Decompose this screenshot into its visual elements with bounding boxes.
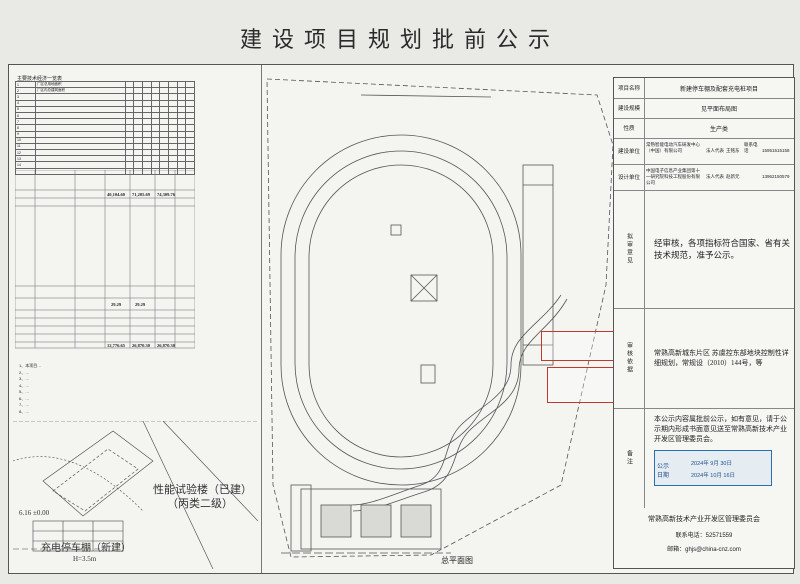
table-row: 14: [15, 161, 195, 169]
notes-list: 1、本项目…2、…3、…4、…5、…6、…7、…8、…: [19, 363, 219, 415]
inset-label-class: （丙类二级）: [167, 498, 233, 510]
total-b3: 26,870.30: [132, 343, 150, 348]
footer-email: 邮箱：ghjs@china-cnz.com: [667, 547, 741, 553]
note-item: 7、…: [19, 402, 30, 407]
inset-detail-plan: 性能试验楼（已建） （丙类二级） 充电停车棚（新建） H=3.5m 6.16 ±…: [12, 420, 259, 570]
note-item: 4、…: [19, 382, 30, 388]
note-item: 2、…: [19, 369, 30, 375]
label-project-name: 项目名称: [614, 78, 645, 98]
table-row: 8: [15, 124, 195, 132]
value-unit1: 常熟智能电动汽车研发中心（中国）有限公司: [646, 142, 700, 153]
value-remark: 本公示内容属批前公示，如有意见，请于公示期内形成书面意见送至常熟高新技术产业开发…: [654, 415, 787, 443]
total-a2: 29.29: [111, 302, 122, 307]
value-unit1-rep: 王铭东: [726, 148, 740, 153]
table-grid: [15, 170, 195, 349]
publish-stamp: 公示日期 2024年 9月 30日 2024年 10月 16日: [654, 450, 772, 486]
label-unit2-rep: 法人代表: [706, 174, 724, 179]
note-item: 3、…: [19, 376, 30, 381]
total-b1: 71,205.69: [132, 192, 150, 197]
label-build-scale: 建设规模: [614, 98, 645, 118]
value-unit2: 中国电子信息产业集团第十一研究院科技工程股份有限公司: [646, 168, 700, 185]
row-unit2: 设计单位 中国电子信息产业集团第十一研究院科技工程股份有限公司 法人代表 赵新元…: [614, 164, 794, 191]
total-c1: 74,309.76: [157, 192, 175, 197]
row-nature: 性质 生产类: [614, 118, 794, 139]
value-unit1-phone: 15951515158: [762, 148, 790, 153]
note-item: 1、本项目…: [19, 363, 42, 368]
page-title: 建设项目规划批前公示: [239, 27, 560, 52]
total-b2: 29.29: [135, 302, 146, 307]
footer-phone: 联系电话：52571559: [675, 533, 733, 539]
label-unit1-phone: 联系电话: [744, 142, 758, 153]
value-project-name: 新建停车棚及配套充电桩项目: [679, 86, 758, 93]
total-a1: 40,104.60: [107, 192, 125, 197]
label-unit1: 建设单位: [614, 138, 645, 164]
note-item: 8、…: [19, 408, 30, 414]
table-cell: [34, 167, 126, 175]
total-c3: 26,870.30: [157, 343, 175, 348]
row-build-scale: 建设规模 见平面布局图: [614, 98, 794, 119]
note-item: 6、…: [19, 395, 30, 401]
label-unit2: 设计单位: [614, 164, 645, 190]
table-row: 10: [15, 136, 195, 144]
label-opinion: 拟审意见: [614, 190, 645, 308]
footer-org: 常熟高新技术产业开发区管理委员会: [648, 516, 760, 523]
label-unit1-rep: 法人代表: [706, 148, 724, 153]
publish-date: 2024年 9月 30日: [691, 461, 732, 467]
site-plan-drawing: [266, 78, 614, 558]
value-nature: 生产类: [709, 126, 728, 133]
table-title: 主要技术经济一览表: [17, 76, 63, 82]
site-plan-caption: 总平面图: [441, 556, 473, 565]
label-basis: 审核依据: [614, 308, 645, 408]
inset-label-charging-shed: 充电停车棚（新建）: [41, 543, 131, 554]
publish-label: 公示日期: [657, 464, 670, 479]
info-panel: 项目名称 新建停车棚及配套充电桩项目 建设规模 见平面布局图 性质 生产类 建设…: [613, 77, 795, 569]
row-project-name: 项目名称 新建停车棚及配套充电桩项目: [614, 78, 794, 99]
table-row: 13: [15, 155, 195, 163]
row-remark: 备注 本公示内容属批前公示，如有意见，请于公示期内形成书面意见送至常熟高新技术产…: [614, 408, 794, 508]
total-a3: 12,776.65: [107, 343, 125, 348]
note-item: 5、…: [19, 389, 30, 394]
table-cell: [185, 167, 195, 175]
row-unit1: 建设单位 常熟智能电动汽车研发中心（中国）有限公司 法人代表 王铭东 联系电话 …: [614, 138, 794, 165]
value-unit2-phone: 13962150579: [762, 174, 790, 179]
value-build-scale: 见平面布局图: [700, 106, 737, 113]
publish-date-to: 2024年 10月 16日: [691, 473, 736, 479]
inset-label-elevation: 6.16 ±0.00: [19, 509, 50, 517]
value-basis: 常熟高新城东片区 苏虞控东部地块控制性详细规划，常规设（2010）144号，等: [654, 349, 789, 367]
red-stamp-2: [547, 367, 619, 403]
inset-label-height: H=3.5m: [73, 555, 97, 563]
row-opinion: 拟审意见 经审核，各项指标符合国家、省有关技术规范，准予公示。: [614, 190, 794, 309]
value-opinion: 经审核，各项指标符合国家、省有关技术规范，准予公示。: [654, 238, 791, 260]
inset-drawing: [12, 420, 259, 570]
row-basis: 审核依据 常熟高新城东片区 苏虞控东部地块控制性详细规划，常规设（2010）14…: [614, 308, 794, 409]
inset-label-perf-building: 性能试验楼（已建）: [153, 484, 252, 496]
label-nature: 性质: [614, 118, 645, 138]
site-plan: 总平面图: [261, 65, 619, 573]
red-stamp-1: [541, 331, 615, 361]
tech-table-lower: 40,104.60 71,205.69 74,309.76 29.29 29.2…: [15, 170, 195, 349]
label-remark: 备注: [614, 408, 645, 508]
value-unit2-rep: 赵新元: [726, 174, 740, 179]
table-row: [15, 167, 195, 175]
